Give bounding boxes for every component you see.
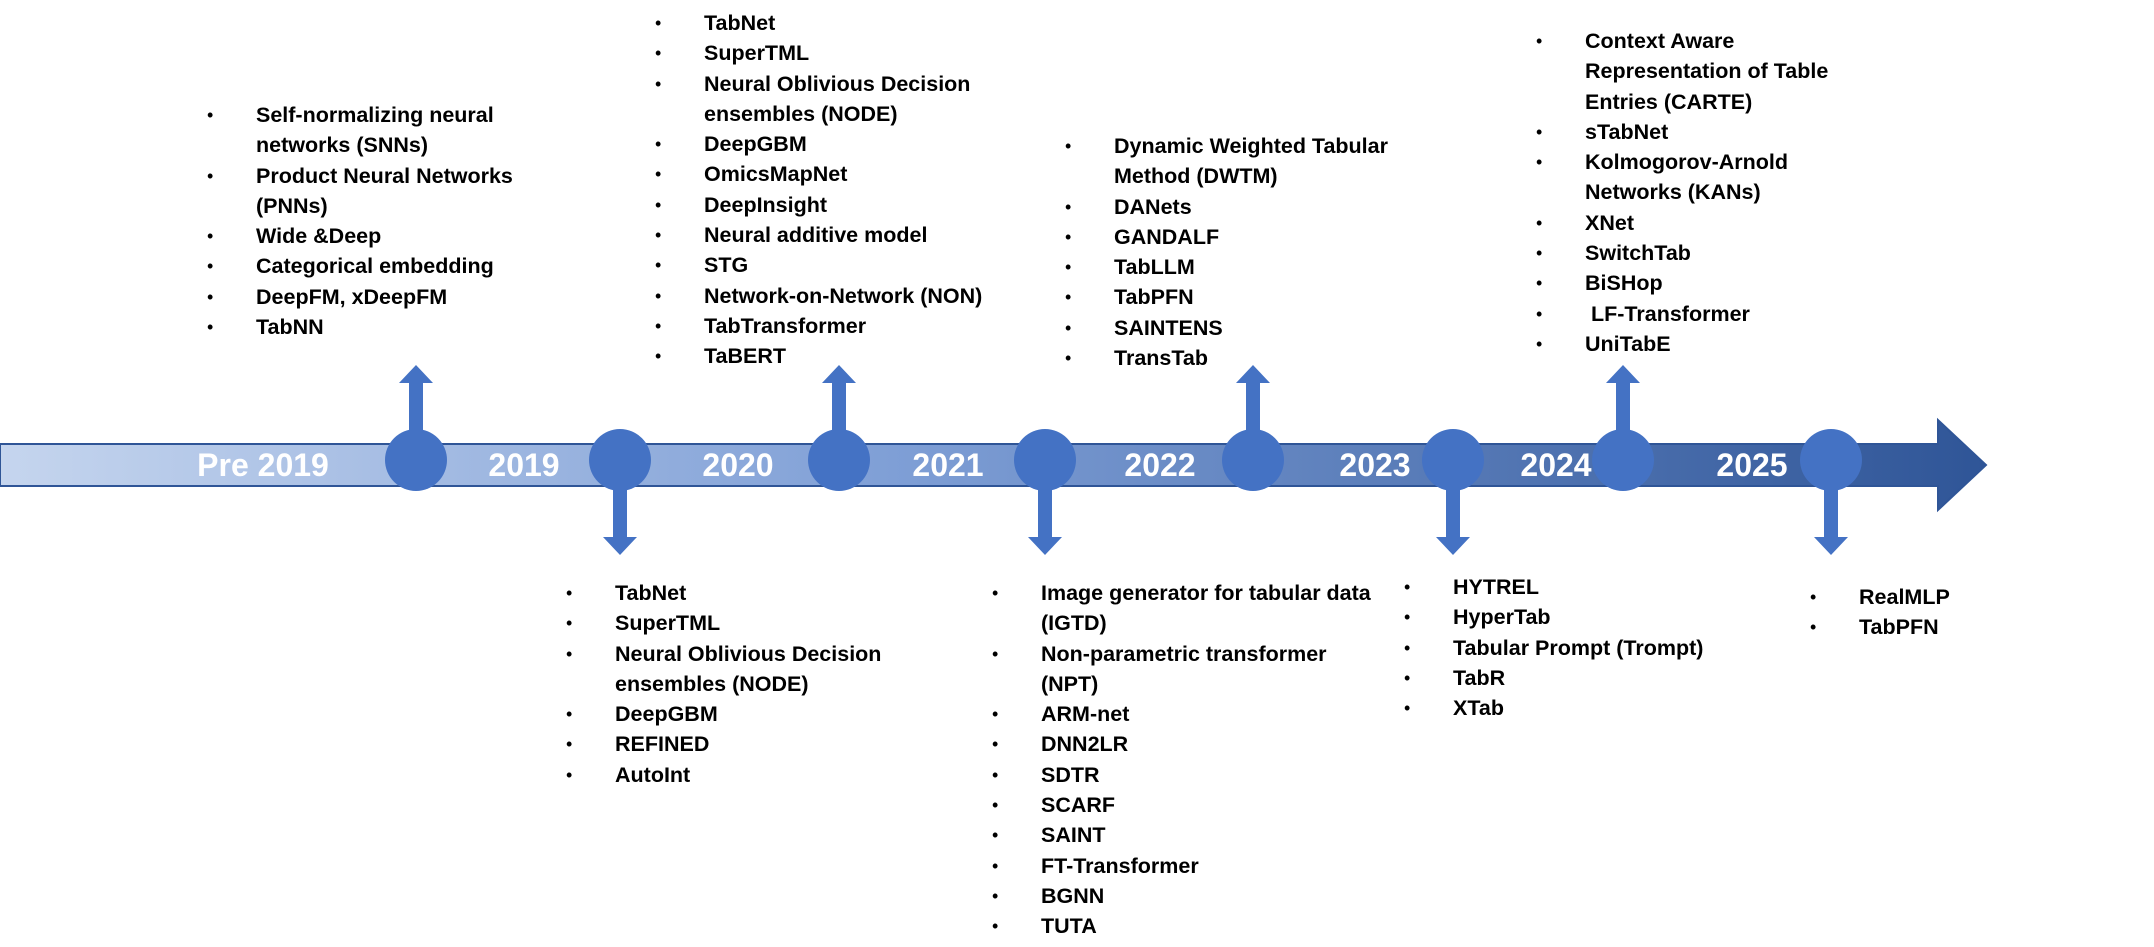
down-arrow-icon <box>1814 460 1848 555</box>
model-list-2023: HYTREL HyperTab Tabular Prompt (Trompt) … <box>1404 572 1744 724</box>
model-item: SAINTENS <box>1065 313 1445 344</box>
up-arrow-icon <box>822 365 856 460</box>
milestone-dot <box>1222 429 1284 491</box>
model-item: SuperTML <box>655 38 1035 69</box>
milestone-dot <box>1014 429 1076 491</box>
model-item: Categorical embedding <box>207 251 537 282</box>
model-list-2020: TabNet SuperTML Neural Oblivious Decisio… <box>655 8 1035 372</box>
model-item: RealMLP <box>1810 582 2050 613</box>
model-item: DNN2LR <box>992 729 1372 760</box>
year-label-2019: 2019 <box>488 447 560 483</box>
milestone-marker-2020 <box>808 365 870 491</box>
model-item: Tabular Prompt (Trompt) <box>1404 633 1744 664</box>
year-label-2020: 2020 <box>702 447 774 483</box>
model-item: REFINED <box>566 729 946 760</box>
model-item: GANDALF <box>1065 222 1445 253</box>
model-item: Dynamic Weighted Tabular Method (DWTM) <box>1065 131 1445 192</box>
model-item: Network-on-Network (NON) <box>655 281 1035 312</box>
model-item: sTabNet <box>1536 117 1886 148</box>
up-arrow-icon <box>1236 365 1270 460</box>
milestone-marker-2019 <box>589 429 651 555</box>
year-label-2022: 2022 <box>1124 447 1196 483</box>
year-label-2021: 2021 <box>912 447 984 483</box>
year-label-2024: 2024 <box>1520 447 1592 483</box>
down-arrow-icon <box>1436 460 1470 555</box>
model-item: SuperTML <box>566 608 946 639</box>
model-list-2019: TabNet SuperTML Neural Oblivious Decisio… <box>566 578 946 790</box>
model-item: Context Aware Representation of Table En… <box>1536 26 1886 117</box>
model-item: BiSHop <box>1536 268 1886 299</box>
milestone-dot <box>1422 429 1484 491</box>
model-item: DeepInsight <box>655 190 1035 221</box>
up-arrow-icon <box>399 365 433 460</box>
milestone-dot <box>589 429 651 491</box>
model-item: Neural additive model <box>655 220 1035 251</box>
model-item: SDTR <box>992 760 1372 791</box>
model-list-2022: Dynamic Weighted Tabular Method (DWTM) D… <box>1065 131 1445 374</box>
model-item: XTab <box>1404 693 1744 724</box>
model-item: Product Neural Networks (PNNs) <box>207 161 537 222</box>
model-item: TabPFN <box>1810 612 2050 643</box>
model-item: LF-Transformer <box>1536 299 1886 330</box>
model-item: ARM-net <box>992 699 1372 730</box>
year-label-pre-2019: Pre 2019 <box>197 447 329 483</box>
milestone-dot <box>1800 429 1862 491</box>
model-item: DANets <box>1065 192 1445 223</box>
model-item: TransTab <box>1065 343 1445 374</box>
milestone-marker-2021 <box>1014 429 1076 555</box>
model-item: TaBERT <box>655 341 1035 372</box>
model-item: HyperTab <box>1404 602 1744 633</box>
year-label-2023: 2023 <box>1339 447 1411 483</box>
milestone-marker-pre-2019 <box>385 365 447 491</box>
milestone-dot <box>1592 429 1654 491</box>
model-item: TabNet <box>655 8 1035 39</box>
milestone-marker-2023 <box>1422 429 1484 555</box>
model-item: OmicsMapNet <box>655 159 1035 190</box>
model-item: TabNet <box>566 578 946 609</box>
model-item: DeepGBM <box>566 699 946 730</box>
model-item: SCARF <box>992 790 1372 821</box>
timeline-markers <box>385 365 1862 555</box>
model-item: DeepFM, xDeepFM <box>207 282 537 313</box>
model-item: DeepGBM <box>655 129 1035 160</box>
model-item: AutoInt <box>566 760 946 791</box>
model-item: HYTREL <box>1404 572 1744 603</box>
model-item: SwitchTab <box>1536 238 1886 269</box>
model-item: TabR <box>1404 663 1744 694</box>
model-item: Image generator for tabular data (IGTD) <box>992 578 1372 639</box>
model-item: Neural Oblivious Decision ensembles (NOD… <box>566 639 946 700</box>
model-item: TabTransformer <box>655 311 1035 342</box>
up-arrow-icon <box>1606 365 1640 460</box>
model-item: BGNN <box>992 881 1372 912</box>
down-arrow-icon <box>603 460 637 555</box>
model-item: TabPFN <box>1065 282 1445 313</box>
model-item: STG <box>655 250 1035 281</box>
model-list-2025: RealMLP TabPFN <box>1810 582 2050 643</box>
timeline-arrow <box>0 417 1988 513</box>
model-item: TUTA <box>992 911 1372 942</box>
milestone-marker-2022 <box>1222 365 1284 491</box>
milestone-dot <box>808 429 870 491</box>
model-list-pre-2019: Self-normalizing neural networks (SNNs) … <box>207 100 537 343</box>
year-label-2025: 2025 <box>1716 447 1788 483</box>
model-item: Non-parametric transformer (NPT) <box>992 639 1372 700</box>
model-item: TabLLM <box>1065 252 1445 283</box>
model-item: FT-Transformer <box>992 851 1372 882</box>
model-item: Kolmogorov-Arnold Networks (KANs) <box>1536 147 1886 208</box>
milestone-marker-2025 <box>1800 429 1862 555</box>
down-arrow-icon <box>1028 460 1062 555</box>
milestone-marker-2024 <box>1592 365 1654 491</box>
model-item: TabNN <box>207 312 537 343</box>
model-item: XNet <box>1536 208 1886 239</box>
model-item: Wide &Deep <box>207 221 537 252</box>
model-list-2024: Context Aware Representation of Table En… <box>1536 26 1886 360</box>
model-list-2021: Image generator for tabular data (IGTD) … <box>992 578 1372 942</box>
model-item: UniTabE <box>1536 329 1886 360</box>
milestone-dot <box>385 429 447 491</box>
model-item: Neural Oblivious Decision ensembles (NOD… <box>655 69 1035 130</box>
model-item: SAINT <box>992 820 1372 851</box>
model-item: Self-normalizing neural networks (SNNs) <box>207 100 537 161</box>
